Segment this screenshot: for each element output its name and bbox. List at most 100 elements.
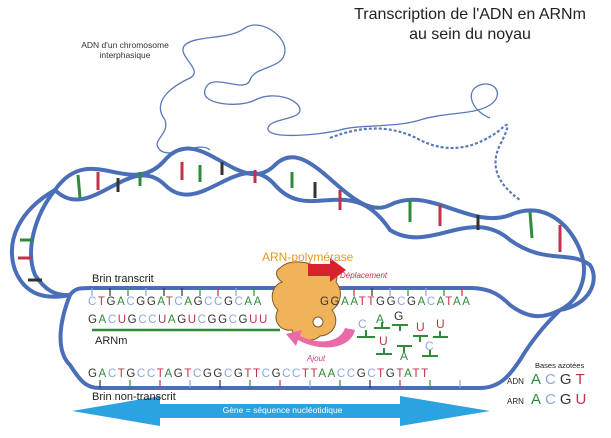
base-letter: A <box>327 368 337 380</box>
base-letter: C <box>88 296 98 308</box>
base-letter: G <box>407 296 418 308</box>
base-letter: G <box>106 296 118 308</box>
base-letter: T <box>117 368 127 380</box>
base-letter: C <box>138 314 149 326</box>
base-letter: G <box>173 368 185 380</box>
coding-strand-ticks <box>99 380 461 388</box>
base-letter: G <box>223 296 235 308</box>
base-letter: G <box>356 368 368 380</box>
base-letter: C <box>126 296 137 308</box>
base-letter: T <box>412 368 422 380</box>
base-letter: T <box>445 296 453 308</box>
template-strand-sequence-right: GGAATTGGCGACATAA <box>320 296 472 308</box>
base-letter: U <box>249 314 259 326</box>
base-letter: G <box>88 314 99 326</box>
base-letter: G <box>126 368 137 380</box>
page-title: Transcription de l'ADN en ARNm au sein d… <box>330 5 610 45</box>
base-letter: C <box>397 296 408 308</box>
bubble-bottom-strand <box>58 294 562 390</box>
base-letter: G <box>330 296 342 308</box>
base-letter: G <box>127 314 139 326</box>
base-letter: T <box>244 368 254 380</box>
legend-base: A <box>531 371 542 388</box>
helix-strand-b <box>53 170 596 312</box>
brin-non-transcrit-label: Brin non-transcrit <box>92 391 176 403</box>
base-letter: T <box>377 368 386 380</box>
free-nucleotide: A <box>376 312 385 326</box>
base-letter: G <box>386 296 398 308</box>
chromosome-label-line-1: ADN d'un chromosome <box>81 40 169 50</box>
base-letter: U <box>117 314 128 326</box>
base-letter: C <box>336 368 347 380</box>
base-letter: C <box>426 296 437 308</box>
base-letter: A <box>417 296 427 308</box>
base-letter: C <box>136 368 147 380</box>
base-letter: T <box>396 368 405 380</box>
base-letter: C <box>282 368 293 380</box>
base-letter: T <box>184 368 193 380</box>
base-letter: T <box>165 296 175 308</box>
legend-base: G <box>559 371 572 388</box>
base-letter: C <box>214 296 224 308</box>
legend-key: ADN <box>507 377 524 386</box>
gene-label: Gène = séquence nucléotidique <box>222 405 343 415</box>
helix-rungs <box>18 162 562 282</box>
base-letter: T <box>156 368 165 380</box>
base-letter: A <box>164 368 174 380</box>
base-letter: A <box>436 296 446 308</box>
addition-label: Ajout <box>307 354 326 363</box>
base-letter: A <box>341 296 351 308</box>
double-headed-arrow-icon <box>72 396 490 426</box>
base-letter: G <box>146 296 158 308</box>
base-letter: A <box>157 296 166 308</box>
title-line-2: au sein du noyau <box>409 26 531 43</box>
base-letter: G <box>207 314 219 326</box>
base-letter: T <box>358 296 368 308</box>
free-nucleotide: A <box>400 349 409 363</box>
free-nucleotide: U <box>416 320 425 334</box>
base-letter: C <box>223 368 234 380</box>
base-letter: A <box>462 296 472 308</box>
base-letter: A <box>98 314 108 326</box>
base-letter: C <box>234 296 245 308</box>
base-letter: A <box>350 296 359 308</box>
title-line-1: Transcription de l'ADN en ARNm <box>354 6 586 23</box>
base-letter: C <box>292 368 302 380</box>
coding-strand-sequence: GACTGCCTAGTCGGCGTTCGCCTTAACCGCTGTATT <box>88 368 430 380</box>
legend-base: C <box>545 371 556 388</box>
chromosome-label: ADN d'un chromosome interphasique <box>70 40 180 60</box>
base-letter: C <box>192 368 203 380</box>
base-letter: G <box>238 314 250 326</box>
base-letter: A <box>167 314 178 326</box>
free-nucleotide: U <box>379 334 388 348</box>
base-letter: C <box>146 368 157 380</box>
base-letter: C <box>107 314 118 326</box>
base-letter: G <box>271 368 283 380</box>
base-letter: G <box>177 314 188 326</box>
base-letter: A <box>318 368 328 380</box>
polymerase-label: ARN-polymérase <box>262 250 354 264</box>
base-letter: T <box>253 368 262 380</box>
helix-left-loop <box>9 188 71 299</box>
base-letter: A <box>244 296 254 308</box>
arnm-label: ARNm <box>95 335 128 347</box>
legend-base: C <box>545 391 556 408</box>
base-letter: C <box>204 296 215 308</box>
base-letter: C <box>174 296 185 308</box>
base-letter: A <box>404 368 413 380</box>
base-letter: U <box>259 314 269 326</box>
base-letter: T <box>421 368 430 380</box>
base-letter: G <box>376 296 387 308</box>
legend-base: T <box>575 371 585 388</box>
base-letter: G <box>193 296 205 308</box>
free-nucleotide: U <box>436 317 445 331</box>
red-arrow-right-icon <box>308 258 346 282</box>
free-nucleotide: G <box>394 309 404 323</box>
base-letter: T <box>301 368 311 380</box>
base-letter: A <box>253 296 263 308</box>
base-letter: G <box>136 296 147 308</box>
